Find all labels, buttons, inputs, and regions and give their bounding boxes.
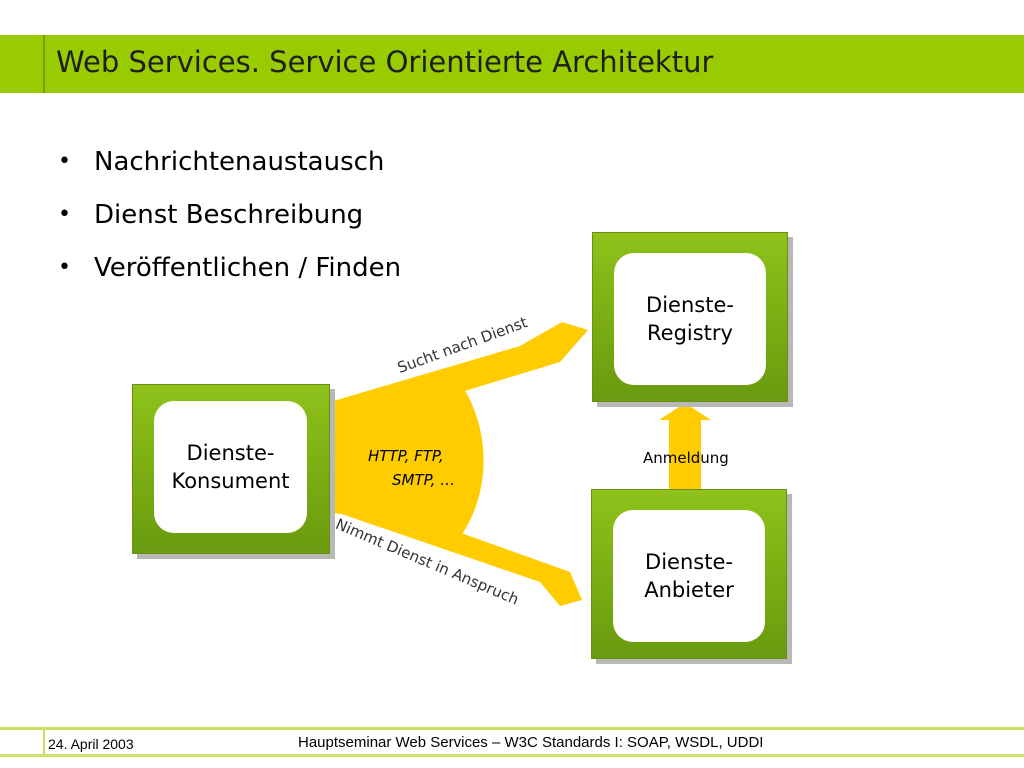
bullet-item: • Nachrichtenaustausch (56, 142, 401, 195)
footer-date: 24. April 2003 (48, 736, 134, 752)
protocols-line-1: HTTP, FTP, (368, 447, 444, 465)
registry-box: Dienste- Registry (592, 232, 788, 402)
publish-label: Anmeldung (643, 449, 729, 467)
bullet-text: Veröffentlichen / Finden (94, 253, 402, 283)
bullet-dot: • (58, 255, 71, 280)
consumer-box: Dienste- Konsument (132, 384, 330, 554)
consumer-label: Dienste- Konsument (154, 401, 307, 533)
bullet-dot: • (58, 202, 71, 227)
bullet-text: Dienst Beschreibung (94, 200, 364, 230)
footer-top-rule (0, 727, 1024, 730)
use-arrow-shape (330, 486, 582, 606)
provider-label: Dienste- Anbieter (613, 510, 765, 642)
title-bar-strip (0, 35, 45, 93)
bullet-text: Nachrichtenaustausch (94, 147, 385, 177)
protocols-line-2: SMTP, … (392, 471, 456, 489)
bullet-item: • Veröffentlichen / Finden (56, 248, 401, 301)
registry-label: Dienste- Registry (614, 253, 766, 385)
title-bar: Web Services. Service Orientierte Archit… (0, 35, 1024, 95)
bullet-dot: • (58, 149, 71, 174)
footer-bottom-rule (0, 754, 1024, 757)
bullet-list: • Nachrichtenaustausch • Dienst Beschreibu… (56, 142, 401, 301)
bullet-item: • Dienst Beschreibung (56, 195, 401, 248)
find-arrow-shape (330, 322, 588, 432)
footer-divider (43, 727, 45, 757)
slide-title: Web Services. Service Orientierte Archit… (56, 45, 714, 79)
publish-arrow-shape (659, 403, 711, 490)
provider-box: Dienste- Anbieter (591, 489, 787, 659)
footer-title: Hauptseminar Web Services – W3C Standard… (298, 734, 764, 751)
